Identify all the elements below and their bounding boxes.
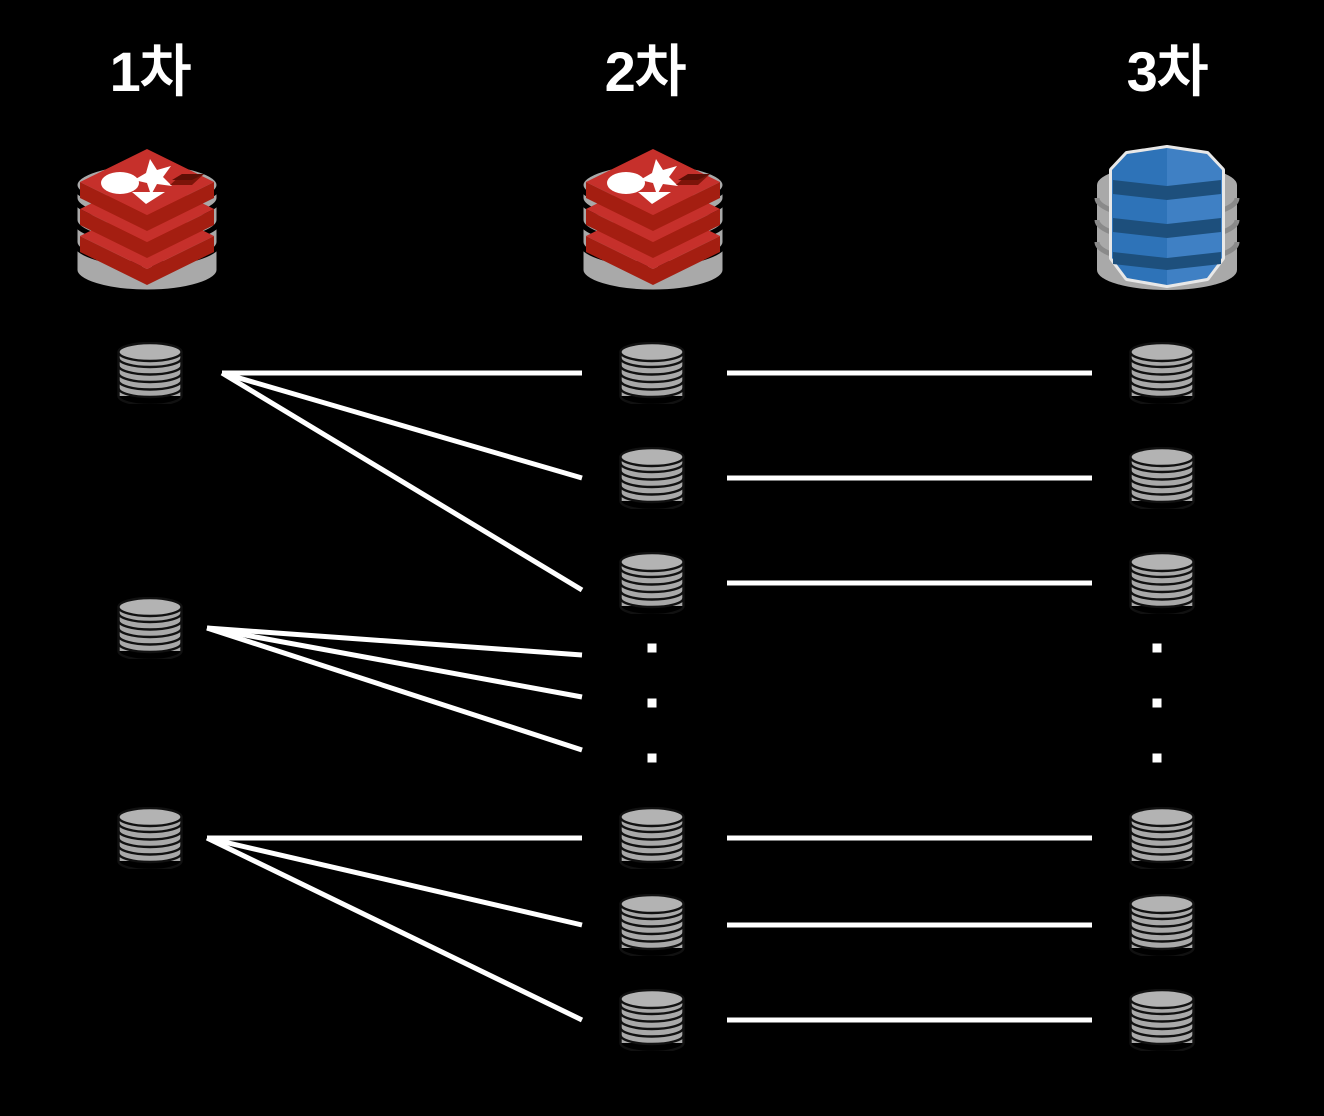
node-group — [117, 342, 1195, 1052]
ellipsis-dot — [1152, 753, 1162, 763]
database-node-icon[interactable] — [1129, 807, 1195, 870]
database-node-icon[interactable] — [1129, 989, 1195, 1052]
database-node-icon[interactable] — [619, 894, 685, 957]
connector-line — [205, 835, 584, 1023]
database-node-icon[interactable] — [1129, 342, 1195, 405]
logo-group — [75, 148, 1237, 292]
connector-line — [206, 625, 583, 658]
database-node-icon[interactable] — [619, 989, 685, 1052]
database-node-icon[interactable] — [117, 807, 183, 870]
ellipsis-dot — [647, 698, 657, 708]
ellipsis-dot — [647, 753, 657, 763]
database-node-icon[interactable] — [619, 447, 685, 510]
edge-group-tier1-to-tier2 — [205, 370, 584, 1023]
database-node-icon[interactable] — [1129, 894, 1195, 957]
redis-logo — [75, 149, 219, 292]
redis-logo — [581, 149, 725, 292]
connector-line — [206, 625, 583, 753]
connector-line — [220, 370, 584, 593]
ellipsis-group — [647, 643, 1162, 763]
column-label-tier1: 1차 — [109, 40, 192, 103]
dynamodb-logo — [1097, 148, 1237, 290]
edge-group-tier2-to-tier3 — [727, 370, 1092, 1023]
database-node-icon[interactable] — [117, 342, 183, 405]
database-node-icon[interactable] — [619, 807, 685, 870]
database-node-icon[interactable] — [1129, 447, 1195, 510]
column-label-tier3: 3차 — [1126, 40, 1209, 103]
connector-line — [206, 625, 583, 700]
database-node-icon[interactable] — [117, 597, 183, 660]
database-node-icon[interactable] — [619, 552, 685, 615]
connector-line — [206, 835, 583, 928]
database-node-icon[interactable] — [619, 342, 685, 405]
ellipsis-dot — [1152, 643, 1162, 653]
ellipsis-dot — [647, 643, 657, 653]
ellipsis-dot — [1152, 698, 1162, 708]
connector-line — [221, 370, 583, 481]
database-node-icon[interactable] — [1129, 552, 1195, 615]
column-label-tier2: 2차 — [604, 40, 687, 103]
